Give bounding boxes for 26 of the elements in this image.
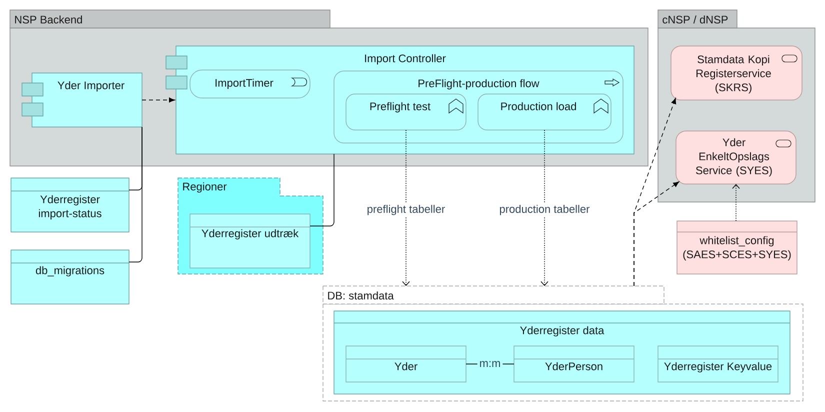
data-object-box: whitelist_config (SAES+SCES+SYES) [676, 220, 798, 274]
edge-label: m:m [477, 359, 503, 369]
function-box: Production load [478, 94, 612, 130]
node-label: NSP Backend [15, 15, 82, 24]
edge-label: preflight tabeller [364, 202, 448, 218]
edge-label: production tabeller [497, 202, 592, 218]
event-box: ImportTimer [190, 70, 310, 98]
data-object-box: YderPerson [514, 346, 634, 382]
component-box: Yder Importer [22, 72, 142, 128]
node-label: DB: stamdata [328, 291, 394, 300]
data-object-box: db_migrations [10, 250, 130, 304]
arrow [540, 130, 548, 286]
arrow [732, 184, 740, 222]
arrow [142, 98, 175, 102]
service-box: Yder EnkeltOpslags Service (SYES) [676, 130, 796, 184]
data-object-box: Yder [346, 346, 466, 382]
node-label: cNSP / dNSP [662, 15, 728, 24]
data-object-box: Yderregister Keyvalue [658, 346, 778, 382]
function-box: Preflight test [346, 94, 466, 130]
arrow [634, 181, 680, 286]
data-object-box: Yderregister import-status [10, 178, 130, 232]
connector-line [128, 126, 142, 262]
service-box: Stamdata Kopi Registerservice (SKRS) [670, 46, 802, 100]
connector-line [310, 154, 334, 226]
data-object-box: Yderregister udtræk [190, 214, 310, 268]
arrow [402, 130, 410, 286]
